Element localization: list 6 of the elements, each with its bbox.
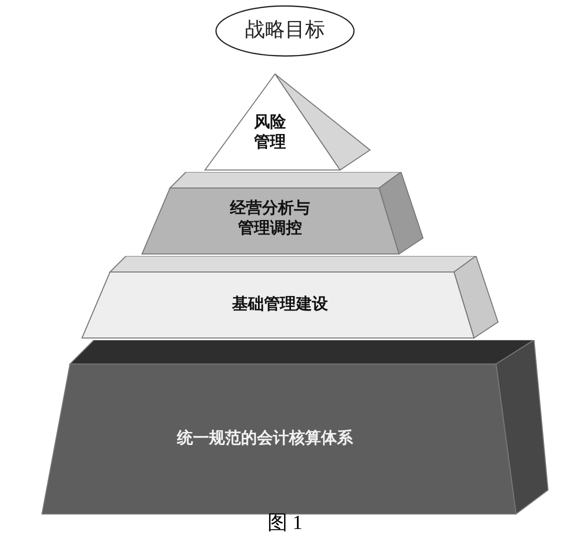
tier-label: 风险管理 — [253, 112, 287, 152]
tier-label: 统一规范的会计核算体系 — [177, 428, 353, 448]
tier-label: 战略目标 — [245, 17, 325, 42]
figure-caption: 图 1 — [268, 511, 302, 536]
tier-label: 基础管理建设 — [232, 294, 328, 314]
tier-label: 经营分析与管理调控 — [228, 198, 311, 238]
